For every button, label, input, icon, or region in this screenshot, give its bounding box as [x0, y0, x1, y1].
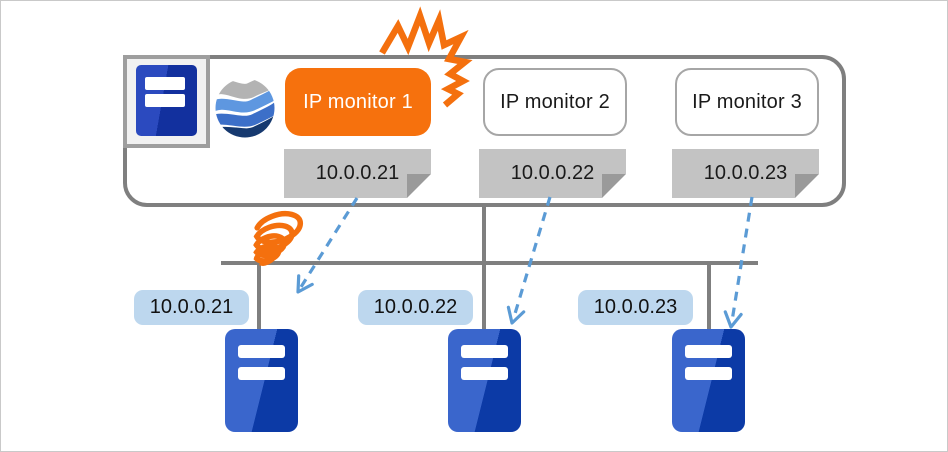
server-1-ip: 10.0.0.21 — [149, 296, 234, 318]
server-slot-bar — [238, 345, 285, 358]
monitor-2-ip: 10.0.0.22 — [510, 162, 595, 184]
server-1-icon — [225, 329, 298, 432]
server-3-ip-label: 10.0.0.23 — [578, 290, 693, 325]
server-slot-bar — [145, 77, 185, 90]
server-3-ip: 10.0.0.23 — [593, 296, 678, 318]
appliance-server-icon — [136, 65, 197, 136]
ping-arrow-1 — [296, 197, 359, 294]
ip-monitor-2[interactable]: IP monitor 2 — [483, 68, 627, 136]
server-2-ip-label: 10.0.0.22 — [358, 290, 473, 325]
ping-arrow-3 — [723, 196, 754, 329]
appliance-server-frame — [123, 55, 210, 148]
ip-monitor-1-label: IP monitor 1 — [303, 90, 413, 113]
monitor-3-ip-note: 10.0.0.23 — [672, 149, 819, 198]
ping-arrow-2 — [506, 196, 552, 325]
ip-monitor-3[interactable]: IP monitor 3 — [675, 68, 819, 136]
globe-icon — [215, 78, 275, 138]
server-slot-bar — [461, 345, 508, 358]
server-3-icon — [672, 329, 745, 432]
ip-monitor-2-label: IP monitor 2 — [500, 90, 610, 113]
server-slot-bar — [685, 367, 732, 380]
ip-monitor-3-label: IP monitor 3 — [692, 90, 802, 113]
server-slot-bar — [238, 367, 285, 380]
server-2-icon — [448, 329, 521, 432]
monitor-1-ip-note: 10.0.0.21 — [284, 149, 431, 198]
server-1-ip-label: 10.0.0.21 — [134, 290, 249, 325]
server-slot-bar — [685, 345, 732, 358]
ip-monitor-1[interactable]: IP monitor 1 — [285, 68, 431, 136]
server-slot-bar — [145, 94, 185, 107]
server-2-ip: 10.0.0.22 — [373, 296, 458, 318]
monitor-2-ip-note: 10.0.0.22 — [479, 149, 626, 198]
monitor-1-ip: 10.0.0.21 — [315, 162, 400, 184]
coil-icon — [253, 210, 304, 266]
server-slot-bar — [461, 367, 508, 380]
monitor-3-ip: 10.0.0.23 — [703, 162, 788, 184]
